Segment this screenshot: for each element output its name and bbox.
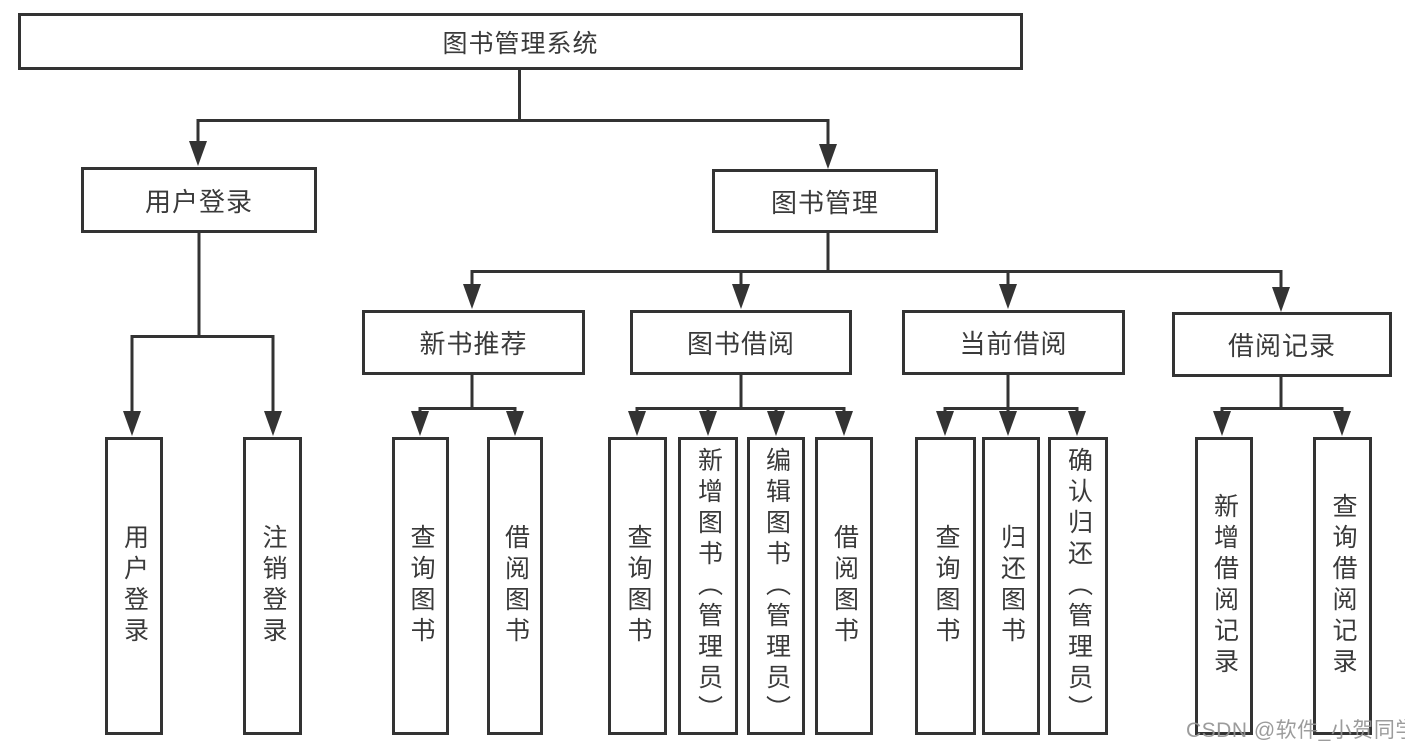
node-book-management-label: 图书管理 xyxy=(770,187,879,218)
node-book-borrow: 图书借阅 xyxy=(630,310,852,375)
node-user-login: 用户登录 xyxy=(81,167,317,233)
leaf-query-books-borrow: 查询图书 xyxy=(608,437,667,735)
node-root: 图书管理系统 xyxy=(18,13,1023,70)
node-root-label: 图书管理系统 xyxy=(442,29,599,58)
leaf-query-books-current: 查询图书 xyxy=(915,437,976,735)
node-current-borrow-label: 当前借阅 xyxy=(959,329,1068,359)
leaf-confirm-return-admin-label: 确认归还（管理员） xyxy=(1064,446,1093,726)
leaf-borrow-books-recommend-label: 借阅图书 xyxy=(501,524,530,648)
leaf-return-books: 归还图书 xyxy=(982,437,1040,735)
leaf-user-login-label: 用户登录 xyxy=(120,524,149,648)
leaf-logout-label: 注销登录 xyxy=(259,524,287,648)
watermark-text: CSDN @软件_小贺同学 xyxy=(1186,719,1405,742)
leaf-return-books-label: 归还图书 xyxy=(997,524,1026,648)
leaf-edit-book-admin-label: 编辑图书（管理员） xyxy=(762,446,791,726)
leaf-query-books-current-label: 查询图书 xyxy=(932,524,960,648)
leaf-confirm-return-admin: 确认归还（管理员） xyxy=(1048,437,1108,735)
leaf-add-borrow-record: 新增借阅记录 xyxy=(1195,437,1253,735)
leaf-user-login: 用户登录 xyxy=(105,437,163,735)
node-book-management: 图书管理 xyxy=(712,169,938,233)
node-book-borrow-label: 图书借阅 xyxy=(686,329,795,359)
node-borrow-records: 借阅记录 xyxy=(1172,312,1392,377)
leaf-query-borrow-record: 查询借阅记录 xyxy=(1313,437,1372,735)
leaf-add-book-admin-label: 新增图书（管理员） xyxy=(694,446,723,726)
node-current-borrow: 当前借阅 xyxy=(902,310,1125,375)
node-new-book-recommend: 新书推荐 xyxy=(362,310,585,375)
arrow-down-icons xyxy=(123,141,1351,436)
leaf-logout: 注销登录 xyxy=(243,437,302,735)
leaf-borrow-books-label: 借阅图书 xyxy=(830,524,859,648)
leaf-query-borrow-record-label: 查询借阅记录 xyxy=(1329,493,1357,679)
leaf-query-books-borrow-label: 查询图书 xyxy=(624,524,652,648)
leaf-add-borrow-record-label: 新增借阅记录 xyxy=(1210,493,1239,679)
leaf-borrow-books-recommend: 借阅图书 xyxy=(487,437,543,735)
leaf-query-books-recommend-label: 查询图书 xyxy=(407,524,435,648)
node-user-login-label: 用户登录 xyxy=(144,186,253,217)
leaf-add-book-admin: 新增图书（管理员） xyxy=(678,437,738,735)
leaf-borrow-books: 借阅图书 xyxy=(815,437,873,735)
leaf-edit-book-admin: 编辑图书（管理员） xyxy=(747,437,805,735)
node-new-book-recommend-label: 新书推荐 xyxy=(419,329,528,359)
leaf-query-books-recommend: 查询图书 xyxy=(392,437,449,735)
node-borrow-records-label: 借阅记录 xyxy=(1227,331,1336,361)
